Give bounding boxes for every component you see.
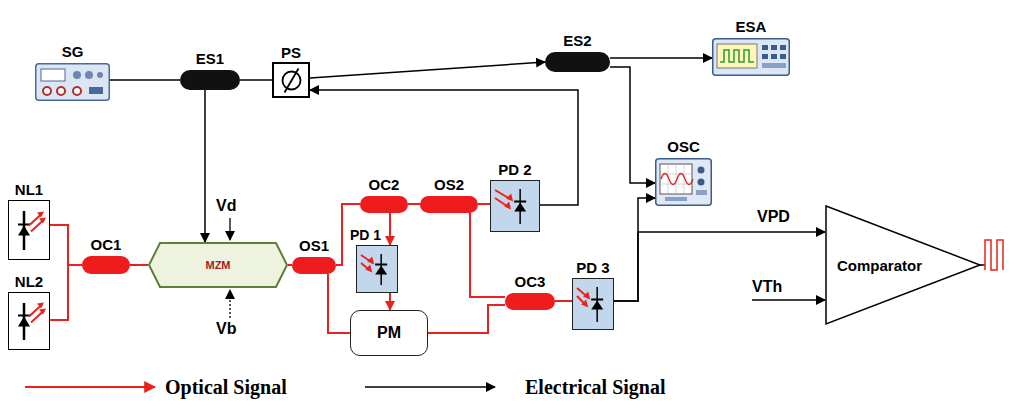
optical-coupler: OC2	[360, 196, 408, 213]
part-label: ES2	[563, 32, 591, 50]
pd-symbol	[491, 181, 538, 230]
part-label: OSC	[667, 138, 700, 156]
photodetector: PD 2	[490, 180, 540, 232]
part-label: NL2	[15, 273, 43, 291]
optical-fiber	[50, 265, 82, 320]
text-holder: MZM	[148, 242, 288, 288]
signal-label: VTh	[752, 278, 782, 296]
optical-splitter: OS1	[292, 257, 336, 274]
bias-arrow	[229, 218, 230, 240]
part-label: SG	[62, 43, 84, 61]
node-label: Comparator	[837, 257, 922, 274]
part-label: OC3	[515, 273, 546, 291]
esa-symbol	[712, 38, 790, 76]
electrical-wire	[614, 232, 825, 301]
oscilloscope: OSC	[655, 158, 712, 206]
electrical-splitter: ES1	[180, 70, 240, 90]
optical-fiber	[389, 293, 391, 310]
comparator: Comparator	[825, 205, 981, 325]
part-label: PS	[281, 44, 301, 62]
part-label: OC1	[91, 236, 122, 254]
signal-generator: SG	[35, 63, 110, 101]
sg-symbol	[35, 63, 110, 101]
electrical-wire	[310, 62, 545, 78]
optical-fiber	[328, 274, 350, 333]
electrical-wire	[204, 90, 206, 242]
power-meter: PM	[350, 310, 428, 356]
electrical-wire	[614, 198, 655, 301]
text-holder: PM	[351, 311, 427, 355]
part-label: PD 3	[576, 259, 609, 277]
optical-fiber	[389, 213, 391, 245]
node-label: MZM	[205, 259, 230, 271]
spectrum-analyzer: ESA	[712, 38, 790, 76]
signal-label: Vb	[216, 320, 236, 338]
electrical-wire	[240, 79, 272, 81]
bias-arrow	[229, 290, 230, 318]
nl-symbol	[9, 293, 48, 348]
part-label: NL1	[15, 181, 43, 199]
optical-fiber	[130, 264, 148, 266]
part-label: ES1	[196, 50, 224, 68]
electrical-wire	[110, 79, 180, 81]
pd-symbol	[573, 279, 612, 328]
legend-sample	[365, 386, 495, 388]
photodetector: PD 1	[356, 245, 398, 293]
laser-source: NL1	[8, 200, 50, 260]
node-label: PM	[377, 324, 401, 342]
optical-fiber	[408, 203, 420, 205]
part-label: OS2	[434, 176, 464, 194]
signal-label: Vd	[216, 197, 236, 215]
legend-text: Electrical Signal	[525, 376, 666, 398]
pd-symbol	[357, 246, 396, 291]
optical-fiber	[555, 300, 572, 302]
square-wave	[985, 240, 1003, 270]
modulator: MZM	[148, 242, 288, 288]
nl-symbol	[9, 201, 48, 258]
threshold-arrow	[752, 299, 825, 301]
part-label: PD 2	[498, 161, 531, 179]
text-holder: Comparator	[825, 205, 981, 325]
part-label: OS1	[299, 237, 329, 255]
legend-text: Optical Signal	[165, 376, 287, 398]
photodetector: PD 3	[572, 278, 614, 330]
optical-fiber	[428, 305, 505, 333]
phase-shifter: PS	[272, 62, 310, 98]
edge-label: VPD	[757, 208, 790, 226]
electrical-wire	[610, 67, 655, 183]
osc-symbol	[655, 158, 712, 206]
optical-fiber	[478, 203, 490, 205]
electrical-splitter: ES2	[545, 52, 610, 72]
part-label: OC2	[369, 176, 400, 194]
optical-coupler: OC3	[505, 293, 555, 310]
part-label: PD 1	[350, 226, 381, 244]
laser-source: NL2	[8, 292, 50, 350]
ps-symbol	[274, 64, 309, 97]
optical-coupler: OC1	[82, 256, 130, 274]
optical-fiber	[50, 225, 82, 265]
optical-splitter: OS2	[420, 196, 478, 213]
part-label: ESA	[736, 18, 767, 36]
electrical-wire	[610, 57, 712, 59]
legend-sample	[25, 386, 155, 388]
